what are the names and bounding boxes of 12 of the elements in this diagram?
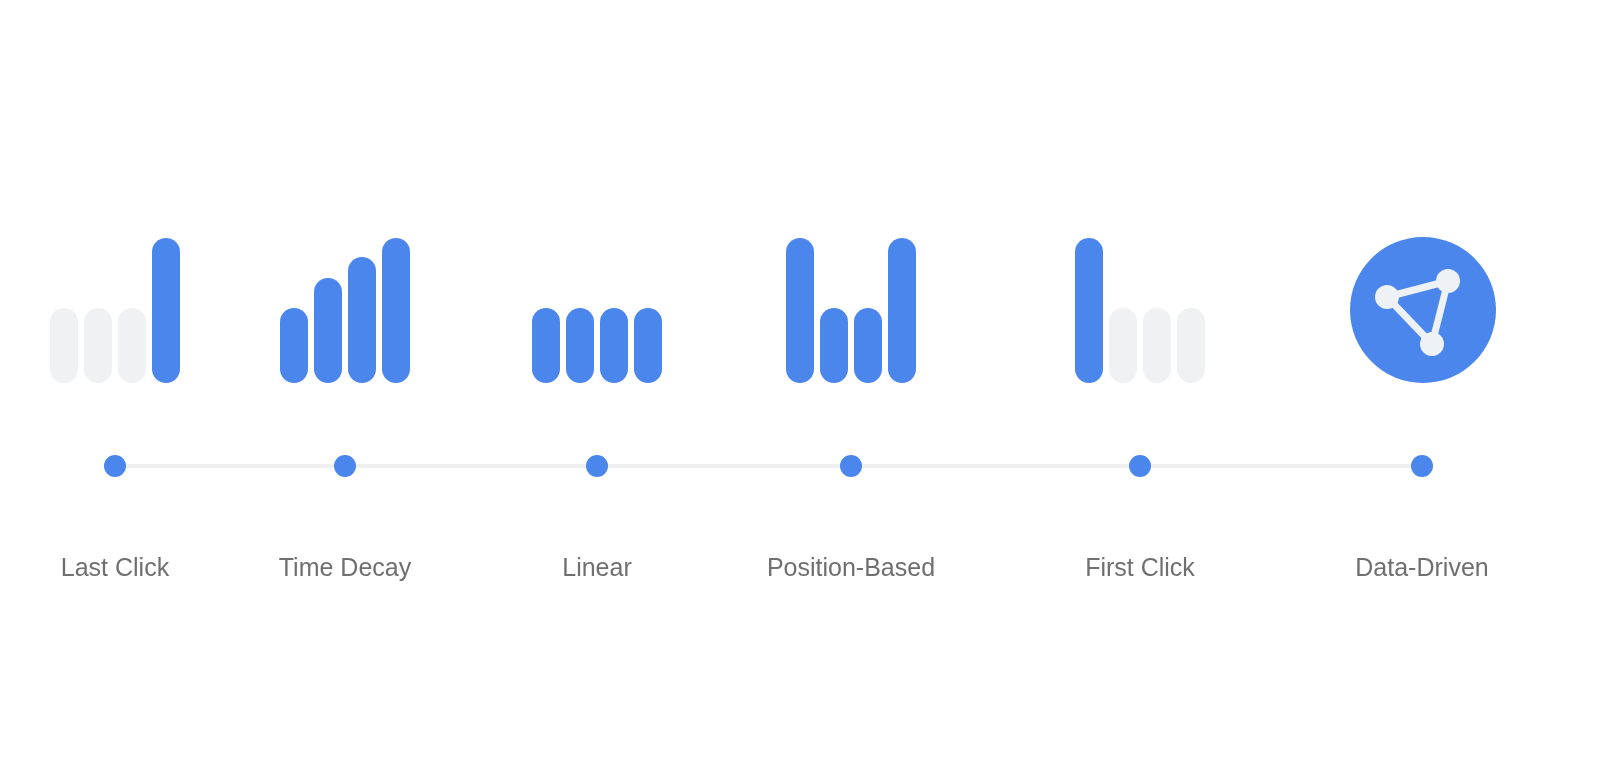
model-label: First Click [1085,552,1195,582]
timeline-dot [840,455,862,477]
timeline-dot [1411,455,1433,477]
model-label: Last Click [60,552,170,582]
model-label: Linear [562,552,632,582]
timeline-dot [104,455,126,477]
model-label: Time Decay [278,552,412,582]
model-label: Position-Based [766,552,936,582]
timeline-dot [586,455,608,477]
timeline-dot [1129,455,1151,477]
timeline-dot [334,455,356,477]
model-label: Data-Driven [1355,552,1489,582]
